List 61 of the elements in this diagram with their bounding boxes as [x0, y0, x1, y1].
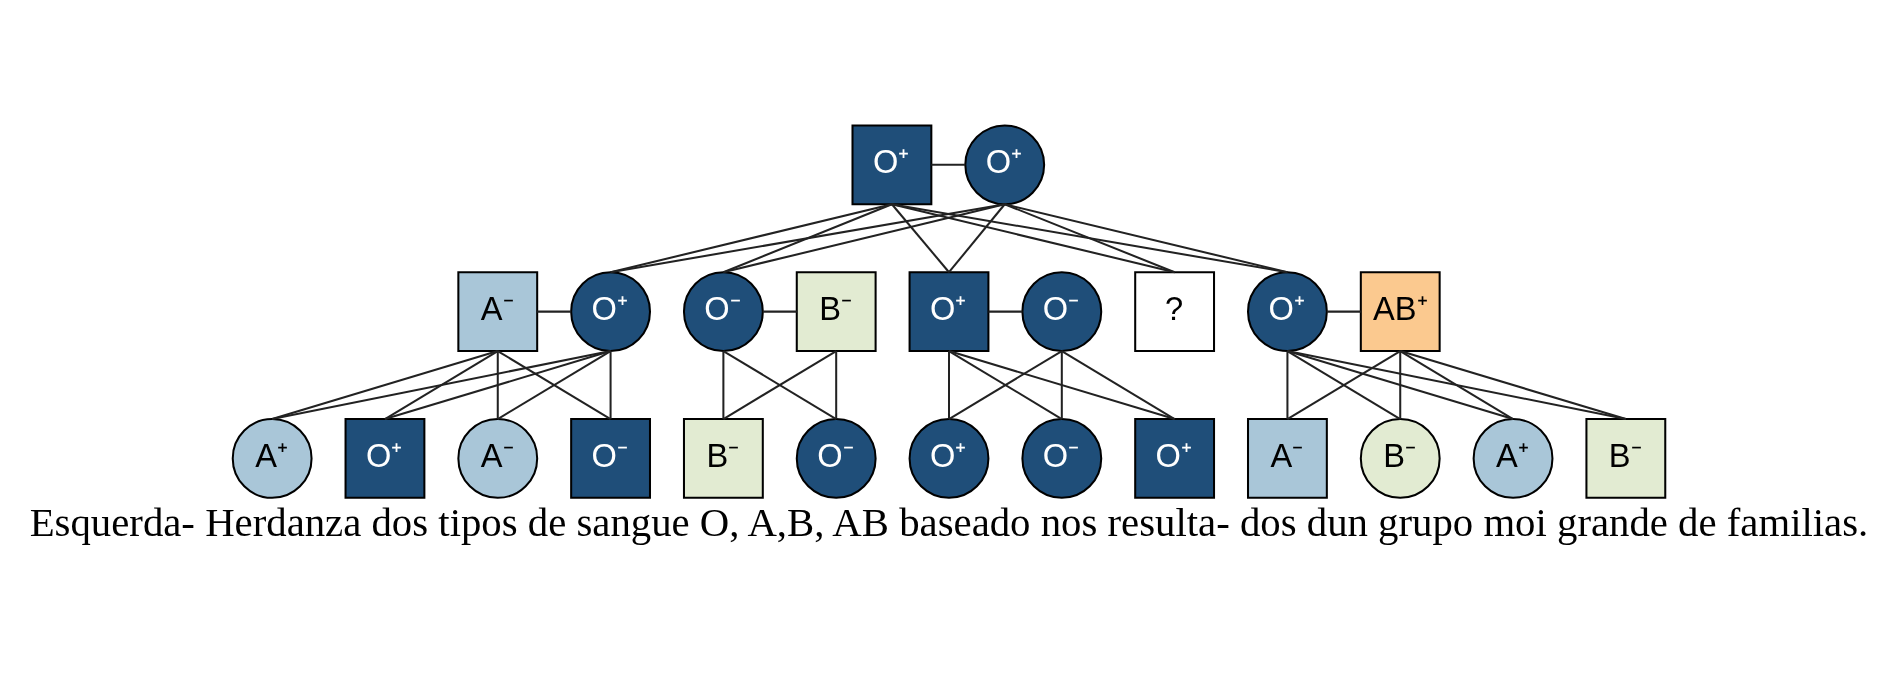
connector: [1060, 351, 1063, 419]
node-circle: O⁻: [795, 418, 877, 499]
node-circle: A⁺: [1472, 418, 1554, 499]
node-circle: A⁺: [231, 418, 313, 499]
node-box: O⁺: [344, 418, 426, 499]
connector: [1286, 350, 1401, 420]
connector: [384, 350, 611, 420]
node-box: B⁻: [795, 271, 877, 353]
node-box: O⁺: [908, 271, 990, 353]
node-box: A⁻: [1247, 418, 1328, 499]
node-circle: O⁻: [1021, 418, 1103, 499]
connector: [722, 351, 725, 419]
connector: [609, 351, 612, 419]
node-box: A⁻: [457, 271, 539, 353]
connector: [931, 163, 966, 166]
connector: [891, 203, 950, 273]
node-box: B⁻: [682, 418, 764, 499]
connector: [1287, 350, 1627, 420]
connector: [948, 351, 950, 419]
connector: [1004, 203, 1288, 274]
connector: [723, 203, 1005, 274]
node-box: AB⁺: [1359, 271, 1441, 353]
node-box: ?: [1134, 271, 1216, 353]
node-circle: O⁻: [1021, 271, 1103, 353]
connector: [1399, 350, 1514, 420]
caption: Esquerda- Herdanza dos tipos de sangue O, A,B, AB baseado nos resulta- dos dun grupo moi grande de familias.: [29, 499, 1869, 545]
connector: [722, 350, 837, 420]
connector: [271, 350, 611, 420]
connector: [537, 310, 572, 313]
node-circle: O⁻: [682, 271, 764, 353]
connector: [835, 351, 838, 419]
node-circle: O⁺: [964, 124, 1046, 206]
connector: [610, 203, 893, 274]
node-circle: B⁻: [1359, 418, 1441, 499]
node-circle: A⁻: [457, 418, 539, 499]
connector: [948, 203, 1006, 273]
connector: [988, 310, 1023, 313]
node-circle: O⁺: [570, 271, 651, 353]
connector: [948, 350, 1063, 420]
connector: [1287, 350, 1514, 420]
connector: [891, 203, 1288, 274]
node-circle: O⁺: [1247, 271, 1328, 353]
connector: [1004, 203, 1175, 274]
connector: [891, 203, 1175, 274]
node-box: O⁺: [851, 124, 933, 206]
connector: [497, 350, 612, 420]
connector: [384, 350, 499, 420]
connector: [1326, 310, 1361, 313]
connector: [1399, 351, 1402, 419]
node-box: O⁺: [1134, 418, 1216, 499]
node-circle: O⁺: [908, 418, 990, 499]
connector: [1061, 350, 1176, 420]
connector: [496, 351, 499, 419]
connector: [723, 203, 893, 274]
connector: [610, 203, 1005, 274]
node-box: B⁻: [1585, 418, 1667, 499]
node-box: O⁻: [570, 418, 651, 499]
connector: [762, 310, 797, 313]
connector: [1399, 350, 1627, 420]
connector: [948, 350, 1175, 420]
connector: [1286, 351, 1289, 419]
